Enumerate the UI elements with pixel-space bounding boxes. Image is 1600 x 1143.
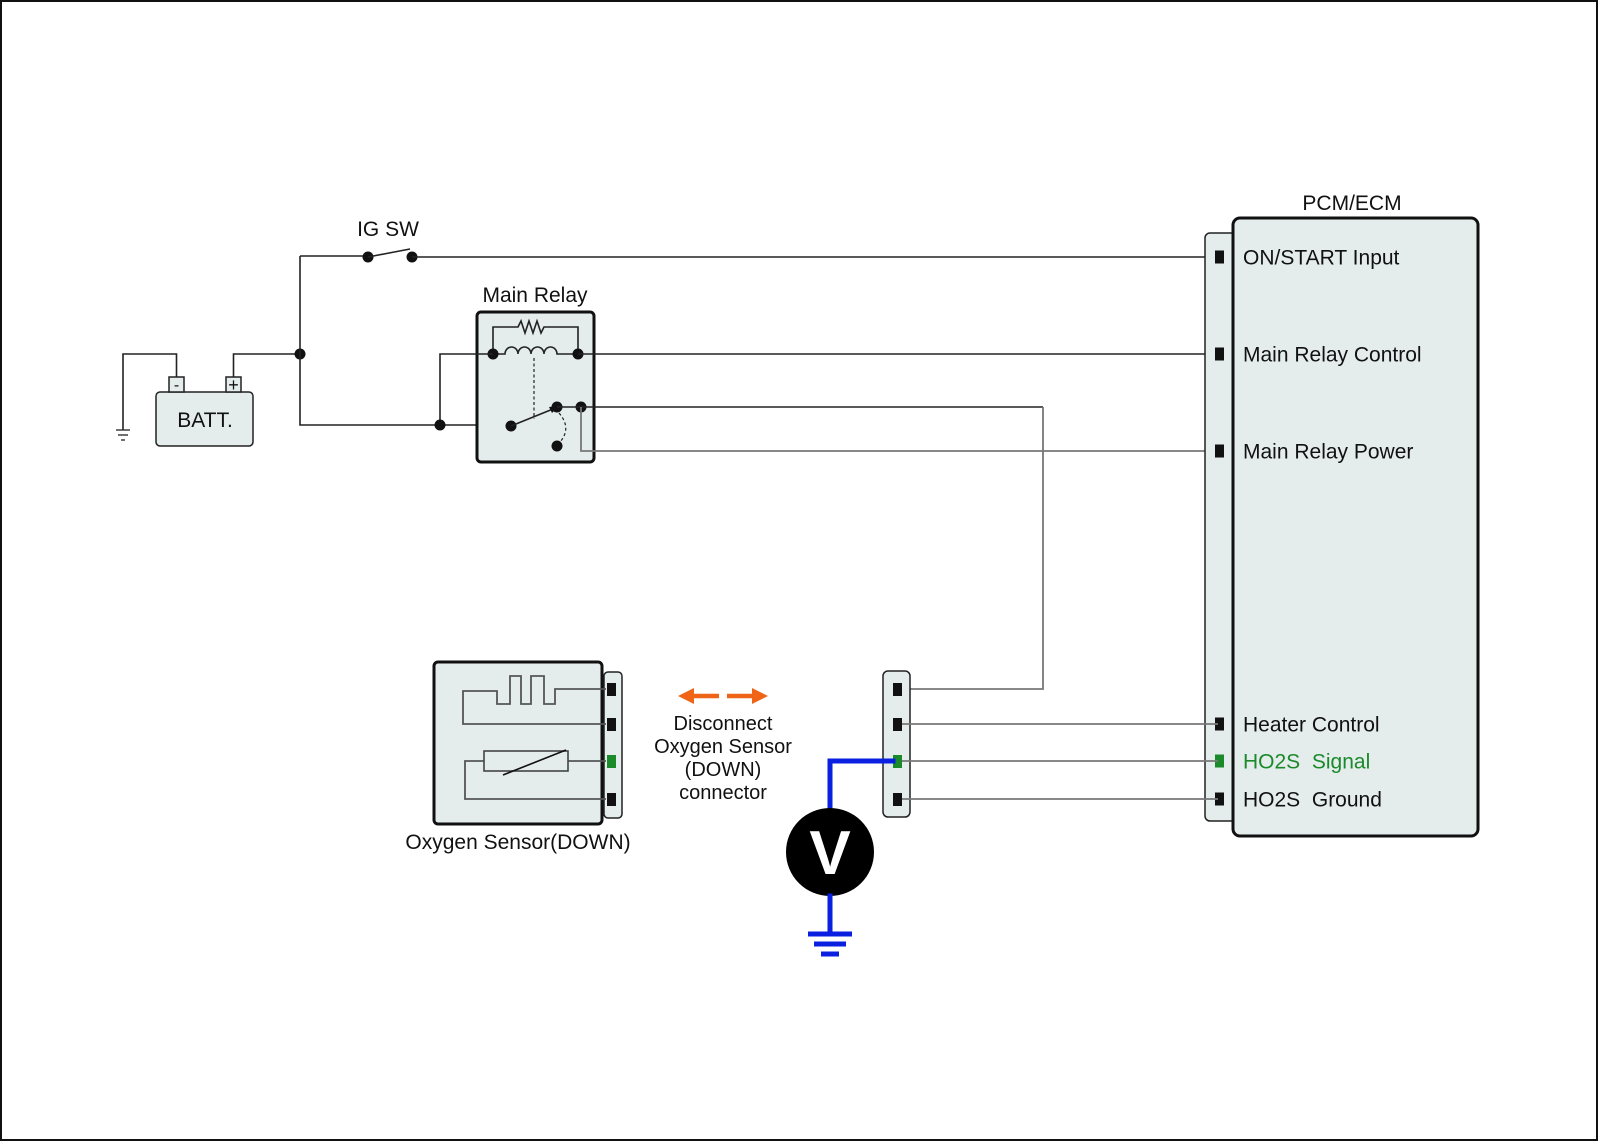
junction-node: [434, 419, 446, 431]
ig-switch-blade: [367, 248, 411, 258]
relay-nc-contact: [551, 440, 563, 452]
ecm-pin: [1215, 444, 1224, 458]
relay-travel-path: [558, 412, 567, 443]
battery-label: BATT.: [177, 409, 233, 432]
heater-power-wire: [899, 407, 1044, 690]
variable-resistor-icon: [483, 750, 569, 772]
relay-coil-icon: [493, 346, 578, 355]
sensor-element-wire: [464, 760, 606, 800]
ground-icon: [808, 931, 852, 957]
sensor-pin: [607, 793, 616, 806]
heater-element-icon: [462, 675, 606, 725]
ecm-pin-label: HO2S Signal: [1243, 751, 1370, 774]
voltmeter-symbol: V: [809, 819, 850, 888]
harness-pin-signal: [893, 755, 902, 768]
battery-ground-wire: [122, 353, 178, 430]
variable-resistor-slash: [502, 749, 567, 776]
ecm-pin-label: Heater Control: [1243, 714, 1380, 737]
sensor-pin-signal: [607, 755, 616, 768]
main-relay-label: Main Relay: [482, 284, 588, 307]
ecm-box: [1231, 216, 1480, 838]
sensor-connector: [603, 671, 623, 819]
oxygen-sensor-label: Oxygen Sensor(DOWN): [405, 831, 630, 854]
battery-positive-wire: [232, 353, 300, 377]
ground-icon: [116, 429, 130, 441]
harness-connector: [882, 670, 911, 818]
relay-switch-blade: [510, 408, 554, 427]
harness-pin: [893, 793, 902, 806]
main-relay-box: [475, 310, 596, 464]
instruction-line-4: connector: [679, 782, 767, 804]
sensor-pin: [607, 718, 616, 731]
relay-resistor-icon: [492, 318, 579, 354]
battery-neg-sign: -: [174, 377, 179, 394]
ecm-pin: [1215, 717, 1224, 731]
harness-pin: [893, 683, 902, 696]
instruction-line-2: Oxygen Sensor: [654, 736, 792, 758]
ecm-pin-label: ON/START Input: [1243, 247, 1400, 270]
ecm-pin: [1215, 754, 1224, 768]
sensor-pin: [607, 683, 616, 696]
voltmeter-icon: [786, 808, 874, 896]
oxygen-sensor-box: [432, 660, 604, 826]
battery: - + BATT.: [155, 375, 254, 447]
battery-body: [155, 391, 254, 447]
ecm-pin: [1215, 347, 1224, 361]
ig-switch-label: IG SW: [357, 218, 419, 241]
ecm-pin-label: Main Relay Control: [1243, 344, 1422, 367]
ecm-pin: [1215, 792, 1224, 806]
battery-feed-wire: [299, 256, 502, 426]
main-relay-power-wire: [580, 407, 1218, 452]
ecm-pin-label: Main Relay Power: [1243, 441, 1413, 464]
instruction-line-1: Disconnect: [674, 713, 773, 735]
ecm-pin: [1215, 250, 1224, 264]
instruction-line-3: (DOWN): [685, 759, 762, 781]
ecm-pin-label: HO2S Ground: [1243, 789, 1382, 812]
disconnect-arrows-icon: [678, 688, 768, 704]
ecm-title: PCM/ECM: [1302, 192, 1401, 215]
harness-pin: [893, 718, 902, 731]
relay-coil-feed-wire: [439, 353, 493, 425]
battery-pos-sign: +: [228, 375, 239, 395]
